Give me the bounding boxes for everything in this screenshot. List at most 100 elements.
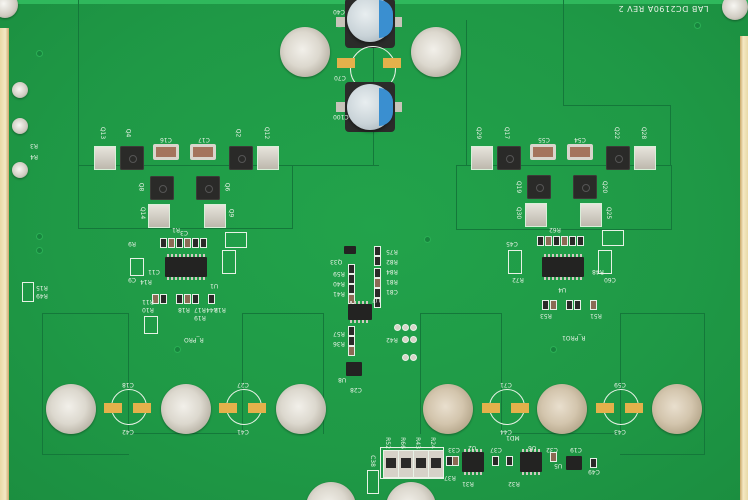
smd-component — [374, 298, 381, 308]
label-r75: C81 — [386, 288, 398, 295]
mosfet-q19 — [527, 175, 551, 199]
label-q28: Q28 — [640, 126, 648, 140]
label-c45: C45 — [506, 240, 518, 247]
terminal-stud — [161, 384, 211, 434]
label-r8: R42 — [386, 336, 398, 343]
resistor-r24 — [428, 450, 444, 478]
smd-component — [374, 288, 381, 298]
label-c32: C32 — [546, 446, 558, 453]
smd-component — [348, 326, 355, 336]
copper-pour-outline — [620, 313, 621, 433]
label-c19: C19 — [570, 446, 582, 453]
board-right-edge — [740, 36, 748, 500]
resistor-r43 — [413, 450, 429, 478]
ic-u8 — [346, 362, 362, 376]
label-q6: Q6 — [223, 182, 231, 192]
smd-component — [590, 458, 597, 468]
copper-pour-outline — [456, 165, 672, 230]
label-r11: R11 — [142, 298, 154, 305]
label-r32: R32 — [508, 480, 520, 487]
smd-component — [208, 294, 215, 304]
smd-component — [577, 236, 584, 246]
label-c54: C54 — [574, 136, 586, 143]
probe-label-r-pro1: R_PRO1 — [562, 334, 586, 341]
cap-footprint-outline — [367, 470, 379, 494]
label-r59: R59 — [333, 270, 345, 277]
label-r9: R9 — [128, 240, 136, 247]
label-c3: C3 — [180, 229, 189, 236]
terminal-stud — [652, 384, 702, 434]
mosfet-pad-q9 — [204, 204, 226, 228]
copper-pour-outline — [128, 313, 129, 433]
copper-pour-outline — [563, 0, 564, 105]
gold-pad — [511, 403, 529, 413]
smd-component — [550, 452, 557, 462]
gold-pad — [482, 403, 500, 413]
gold-pad — [219, 403, 237, 413]
label-c33: C33 — [448, 446, 460, 453]
via — [174, 346, 181, 353]
label-r12: R12 — [214, 306, 226, 313]
via — [424, 236, 431, 243]
smd-component — [348, 336, 355, 346]
mosfet-q22 — [606, 146, 630, 170]
smd-component — [348, 264, 355, 274]
smd-component — [506, 456, 513, 466]
mosfet-q17 — [497, 146, 521, 170]
copper-pour-outline — [78, 0, 379, 166]
copper-pour-outline — [78, 165, 293, 229]
label-r49: R49 — [36, 292, 48, 299]
label-q20: Q20 — [601, 180, 609, 194]
terminal-stud — [386, 482, 436, 500]
smd-component — [590, 300, 597, 310]
smd-component — [561, 236, 568, 246]
test-point — [394, 324, 401, 331]
label-r13: R84 — [386, 268, 398, 275]
resistor-array-outline — [130, 258, 144, 276]
label-r36: R36 — [333, 340, 345, 347]
resistor-array-outline — [598, 250, 612, 274]
smd-component — [176, 294, 183, 304]
ceramic-cap-c54 — [567, 144, 593, 160]
label-r1: R1 — [172, 226, 180, 233]
ic-u7 — [348, 301, 372, 323]
terminal-stud — [46, 384, 96, 434]
probe-label-r-pro: R_PRO — [184, 336, 204, 343]
label-q29: Q29 — [475, 126, 483, 140]
resistor-r52 — [383, 450, 399, 478]
terminal-stud — [306, 482, 356, 500]
label-u7: U7 — [372, 296, 381, 303]
label-c9: C9 — [128, 276, 137, 283]
mosfet-pad-q12 — [257, 146, 279, 170]
gold-pad — [248, 403, 266, 413]
label-r19: R19 — [194, 314, 206, 321]
smd-component — [374, 256, 381, 266]
mosfet-pad-q14 — [148, 204, 170, 228]
label-r57: R57 — [333, 330, 345, 337]
gold-pad — [337, 58, 355, 68]
copper-pour-outline — [420, 313, 502, 434]
gold-pad — [104, 403, 122, 413]
test-point — [402, 336, 409, 343]
ic-u6 — [520, 449, 542, 475]
label-q30: Q30 — [515, 206, 523, 220]
smd-component — [192, 294, 199, 304]
label-r51: R51 — [590, 312, 602, 319]
smd-component — [184, 238, 191, 248]
terminal-stud — [276, 384, 326, 434]
controller-ic-u1 — [165, 254, 207, 280]
test-point — [410, 324, 417, 331]
label-r66: R66 — [398, 437, 406, 449]
mosfet-pad-q30 — [525, 203, 547, 227]
test-point — [402, 354, 409, 361]
label-r18: R18 — [178, 306, 190, 313]
smd-component — [452, 456, 459, 466]
board-left-edge — [0, 28, 9, 500]
smd-component — [348, 274, 355, 284]
smd-component — [192, 238, 199, 248]
resistor-array-outline — [602, 230, 624, 246]
mosfet-pad-q28 — [634, 146, 656, 170]
smd-component — [348, 346, 355, 356]
smd-component — [374, 268, 381, 278]
smd-component — [566, 300, 573, 310]
